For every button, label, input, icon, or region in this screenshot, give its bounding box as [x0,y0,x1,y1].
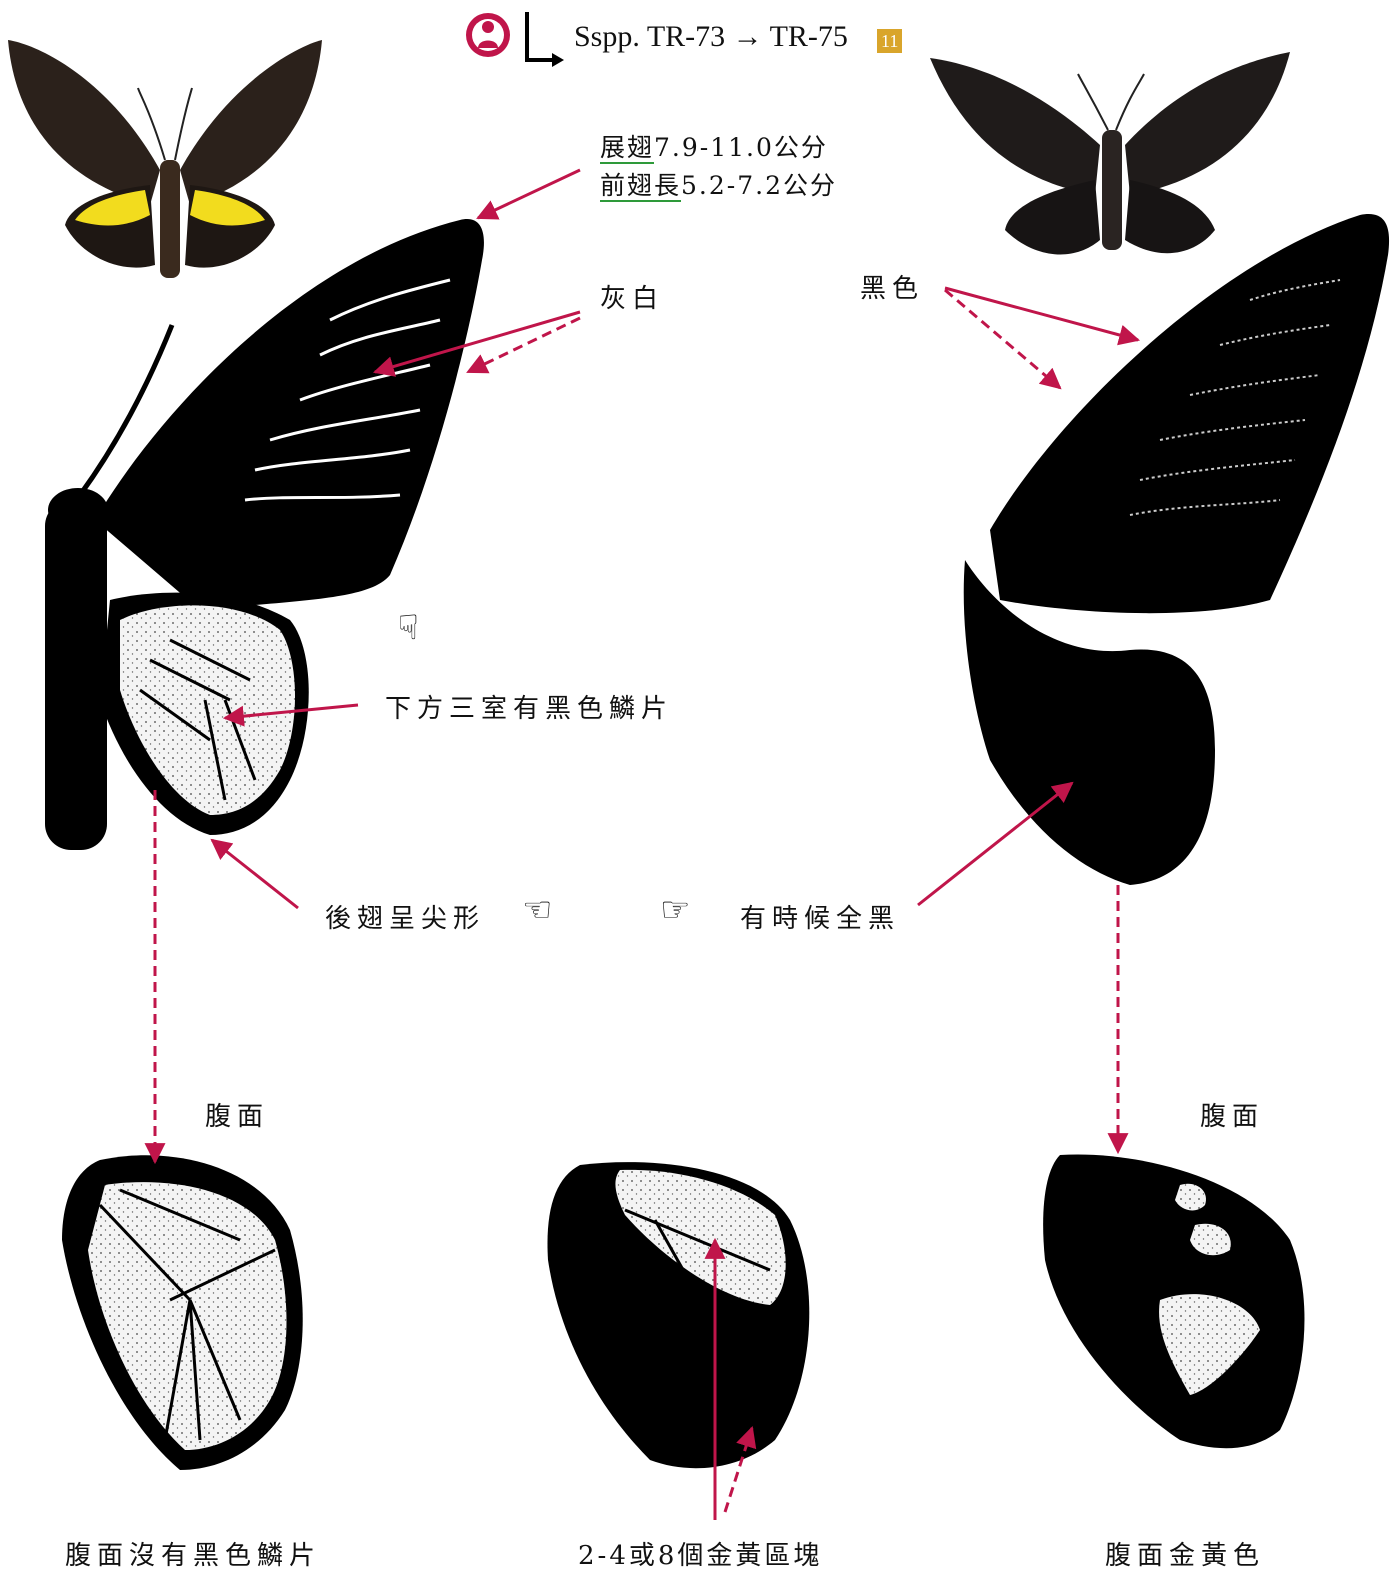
wingspan-line: 展翅7.9-11.0公分 [600,128,828,164]
photo-butterfly-female [930,52,1290,254]
caption-center: 2-4或8個金黃區塊 [578,1535,822,1572]
drawing-hindwing-ventral-center [547,1162,809,1468]
label-black: 黑色 [860,268,924,305]
label-grey-white: 灰白 [600,278,664,315]
caption-right: 腹面金黃色 [1105,1535,1265,1572]
pointing-hand-right-icon: ☞ [660,890,690,930]
forewing-value: 5.2-7.2公分 [681,171,837,200]
page-badge[interactable]: 11 [877,29,902,53]
forewing-title: 前翅長 [600,171,681,202]
corner-down-right-arrow-icon [527,12,564,67]
label-hindwing-pointed: 後翅呈尖形 [325,898,485,935]
drawing-female-dorsal [964,214,1389,885]
label-ventral-right: 腹面 [1200,1096,1264,1133]
drawing-hindwing-ventral-right [1043,1154,1304,1448]
drawing-hindwing-ventral-left [62,1155,303,1470]
drawing-male-dorsal [45,219,484,850]
label-ventral-left: 腹面 [205,1096,269,1133]
wingspan-value: 7.9-11.0公分 [654,133,828,162]
pointing-hand-left-icon: ☜ [522,890,552,930]
label-sometimes-all-black: 有時候全黑 [740,898,900,935]
wingspan-title: 展翅 [600,133,654,164]
caption-left: 腹面沒有黑色鱗片 [65,1535,321,1572]
forewing-line: 前翅長5.2-7.2公分 [600,166,837,202]
pointing-hand-down-icon: ☟ [398,608,419,648]
subspecies-ref[interactable]: Sspp. TR-73 → TR-75 [574,20,848,54]
photo-butterfly-male [8,40,322,278]
person-circle-icon [466,13,510,57]
label-lower-three-cells: 下方三室有黑色鱗片 [385,688,673,725]
